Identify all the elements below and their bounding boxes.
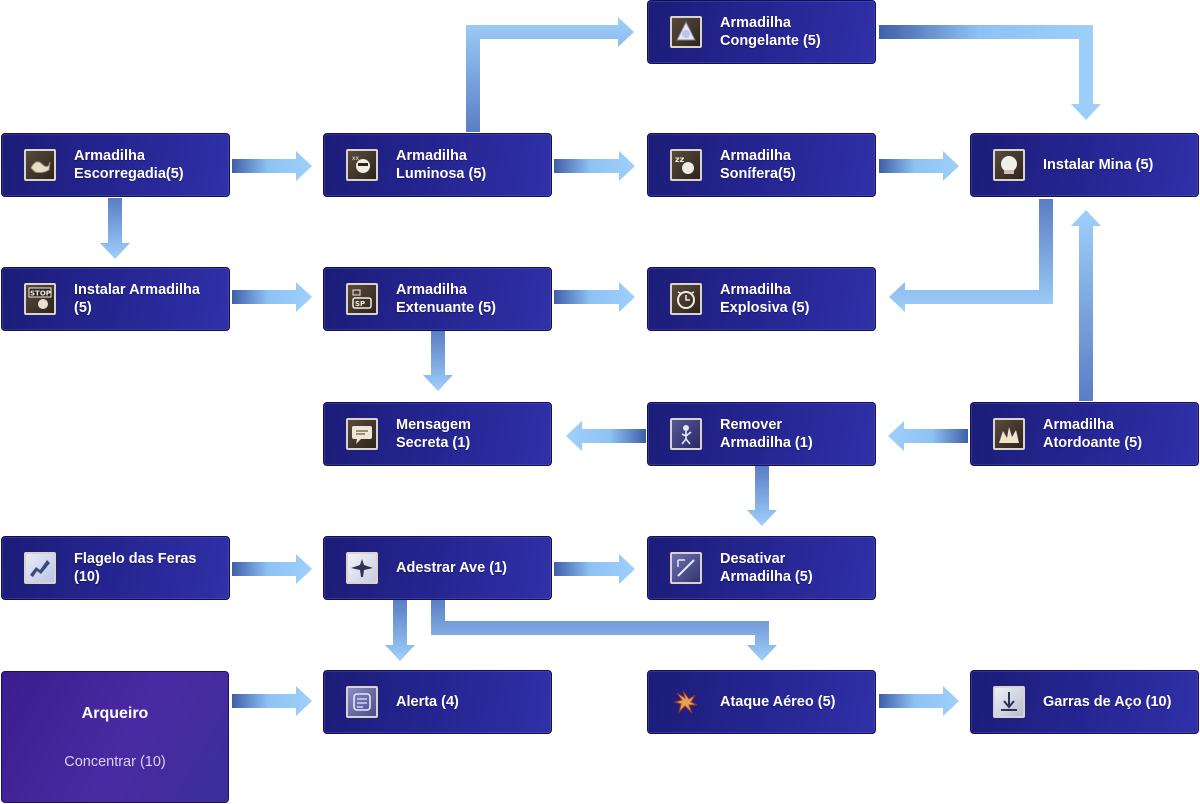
arrow-mina-to-explosiva xyxy=(889,199,1053,312)
remove-trap-icon xyxy=(670,418,702,450)
arrow-congelante-to-mina xyxy=(879,25,1101,120)
arrow-remover-to-mensagem xyxy=(566,421,646,451)
skill-label: Armadilha Extenuante (5) xyxy=(396,282,496,316)
skill-label: Alerta (4) xyxy=(396,694,459,710)
skill-label: Instalar Armadilha (5) xyxy=(74,282,200,316)
skill-armadilha-explosiva[interactable]: Armadilha Explosiva (5) xyxy=(647,267,876,331)
ice-trap-icon xyxy=(670,16,702,48)
arrow-sonifera-to-mina xyxy=(879,151,959,181)
bomb-clock-icon xyxy=(670,283,702,315)
arrow-escorregadia-to-luminosa xyxy=(232,151,312,181)
skill-garras-de-aco[interactable]: Garras de Aço (10) xyxy=(970,670,1199,734)
skill-armadilha-sonifera[interactable]: zz Armadilha Sonífera(5) xyxy=(647,133,876,197)
alert-icon xyxy=(346,686,378,718)
skill-mensagem-secreta[interactable]: Mensagem Secreta (1) xyxy=(323,402,552,466)
arrow-class-to-alerta xyxy=(232,686,312,716)
svg-text:SP: SP xyxy=(355,300,365,308)
skill-desativar-armadilha[interactable]: Desativar Armadilha (5) xyxy=(647,536,876,600)
steel-claw-icon xyxy=(993,686,1025,718)
skill-label: Desativar Armadilha (5) xyxy=(720,551,813,585)
arrow-ataque-to-garras xyxy=(879,686,959,716)
skill-label: Armadilha Escorregadia(5) xyxy=(74,148,184,182)
arrow-adestrar-to-alerta xyxy=(385,600,415,661)
beast-bane-icon xyxy=(24,552,56,584)
slippery-trap-icon xyxy=(24,149,56,181)
skill-armadilha-luminosa[interactable]: xx Armadilha Luminosa (5) xyxy=(323,133,552,197)
class-skill: Concentrar (10) xyxy=(64,754,166,770)
arrow-flagelo-to-adestrar xyxy=(232,554,312,584)
flash-trap-icon: xx xyxy=(346,149,378,181)
message-icon xyxy=(346,418,378,450)
stun-trap-icon xyxy=(993,418,1025,450)
skill-instalar-mina[interactable]: Instalar Mina (5) xyxy=(970,133,1199,197)
skill-label: Armadilha Explosiva (5) xyxy=(720,282,810,316)
arrow-remover-to-desativar xyxy=(747,466,777,526)
falcon-icon xyxy=(346,552,378,584)
sp-drain-trap-icon: SP xyxy=(346,283,378,315)
skill-armadilha-atordoante[interactable]: Armadilha Atordoante (5) xyxy=(970,402,1199,466)
skill-label: Mensagem Secreta (1) xyxy=(396,417,471,451)
skill-label: Armadilha Atordoante (5) xyxy=(1043,417,1143,451)
svg-text:STOP: STOP xyxy=(30,290,51,298)
skill-armadilha-escorregadia[interactable]: Armadilha Escorregadia(5) xyxy=(1,133,230,197)
arrow-adestrar-to-desativar xyxy=(554,554,635,584)
sleep-trap-icon: zz xyxy=(670,149,702,181)
skill-armadilha-extenuante[interactable]: SP Armadilha Extenuante (5) xyxy=(323,267,552,331)
skill-label: Adestrar Ave (1) xyxy=(396,560,507,576)
skill-alerta[interactable]: Alerta (4) xyxy=(323,670,552,734)
arrow-atordoante-to-mina xyxy=(1071,210,1101,401)
disarm-icon xyxy=(670,552,702,584)
skill-label: Flagelo das Feras (10) xyxy=(74,551,197,585)
arrow-adestrar-to-ataque xyxy=(431,600,777,661)
skill-label: Ataque Aéreo (5) xyxy=(720,694,836,710)
svg-text:xx: xx xyxy=(352,155,360,162)
skill-remover-armadilha[interactable]: Remover Armadilha (1) xyxy=(647,402,876,466)
skill-label: Garras de Aço (10) xyxy=(1043,694,1172,710)
skill-instalar-armadilha[interactable]: STOP Instalar Armadilha (5) xyxy=(1,267,230,331)
class-arqueiro-box[interactable]: Arqueiro Concentrar (10) xyxy=(1,671,229,803)
arrow-luminosa-to-congelante xyxy=(466,17,634,132)
skill-armadilha-congelante[interactable]: Armadilha Congelante (5) xyxy=(647,0,876,64)
arrow-instalar-to-extenuante xyxy=(232,282,312,312)
arrow-atordoante-to-remover xyxy=(888,421,968,451)
skill-flagelo-das-feras[interactable]: Flagelo das Feras (10) xyxy=(1,536,230,600)
svg-text:zz: zz xyxy=(675,155,685,164)
blitz-beat-icon xyxy=(670,686,702,718)
class-name: Arqueiro xyxy=(81,705,149,722)
arrow-luminosa-to-sonifera xyxy=(554,151,635,181)
mine-icon xyxy=(993,149,1025,181)
arrow-extenuante-to-explosiva xyxy=(554,282,635,312)
skill-adestrar-ave[interactable]: Adestrar Ave (1) xyxy=(323,536,552,600)
skill-label: Armadilha Sonífera(5) xyxy=(720,148,796,182)
arrow-extenuante-to-mensagem xyxy=(423,331,453,391)
skill-label: Remover Armadilha (1) xyxy=(720,417,813,451)
skill-ataque-aereo[interactable]: Ataque Aéreo (5) xyxy=(647,670,876,734)
arrow-escorregadia-to-instalar xyxy=(100,198,130,259)
skill-label: Instalar Mina (5) xyxy=(1043,157,1154,173)
stop-sign-icon: STOP xyxy=(24,283,56,315)
skill-label: Armadilha Luminosa (5) xyxy=(396,148,487,182)
skill-label: Armadilha Congelante (5) xyxy=(720,15,821,49)
